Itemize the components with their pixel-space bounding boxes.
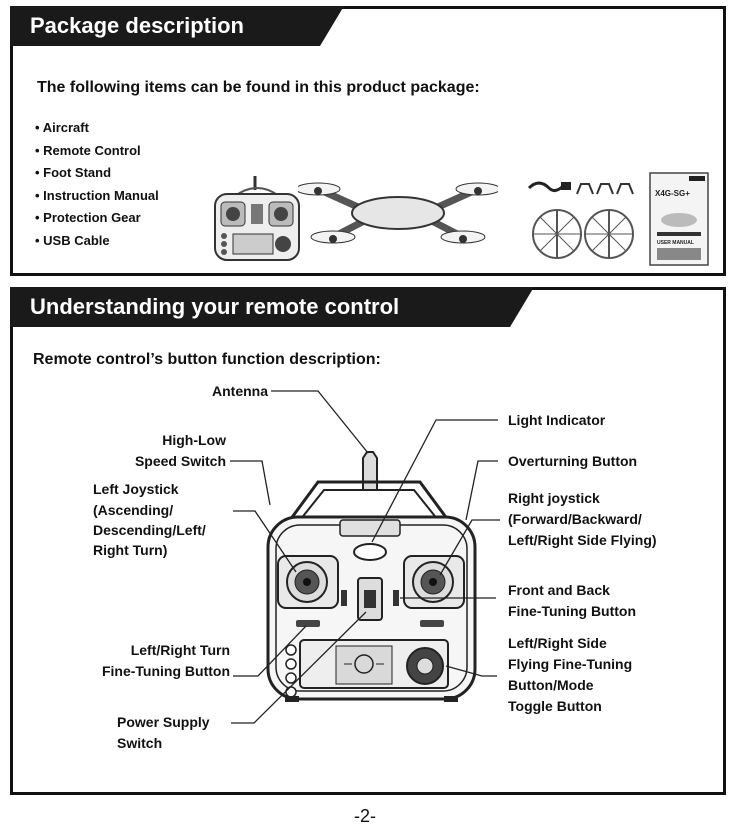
label-lr-turn-line1: Left/Right Turn xyxy=(130,642,230,658)
label-light-indicator: Light Indicator xyxy=(508,412,606,428)
label-antenna: Antenna xyxy=(212,383,268,399)
label-front-back-line2: Fine-Tuning Button xyxy=(508,603,637,619)
list-item: Remote Control xyxy=(35,140,159,163)
label-lr-side-line2: Flying Fine-Tuning xyxy=(508,656,633,672)
label-lr-side-line3: Button/Mode xyxy=(508,677,594,693)
accessories-image xyxy=(527,181,634,259)
package-description-title: Package description xyxy=(10,6,344,46)
label-overturning-button: Overturning Button xyxy=(508,453,638,469)
list-item: USB Cable xyxy=(35,230,159,253)
label-left-joystick-line1: Left Joystick xyxy=(93,481,179,497)
label-power-supply-line2: Switch xyxy=(117,735,163,751)
manual-brand: X4G-SG+ xyxy=(655,189,690,198)
list-item: Instruction Manual xyxy=(35,185,159,208)
label-power-supply-line1: Power Supply xyxy=(117,714,210,730)
list-item: Aircraft xyxy=(35,117,159,140)
label-front-back-line1: Front and Back xyxy=(508,582,610,598)
label-left-joystick-line2: (Ascending/ xyxy=(93,502,174,518)
label-right-joystick-line1: Right joystick xyxy=(508,490,600,506)
label-lr-side-line1: Left/Right Side xyxy=(508,635,607,651)
label-left-joystick-line3: Descending/Left/ xyxy=(93,522,206,538)
label-left-joystick-line4: Right Turn) xyxy=(93,542,168,558)
package-intro-text: The following items can be found in this… xyxy=(37,79,480,96)
remote-control-title: Understanding your remote control xyxy=(10,287,534,327)
remote-control-image xyxy=(214,176,300,261)
page-number: -2- xyxy=(354,806,376,826)
label-right-joystick-line3: Left/Right Side Flying) xyxy=(508,532,657,548)
package-items-list: Aircraft Remote Control Foot Stand Instr… xyxy=(35,117,159,252)
remote-control-subtitle: Remote control’s button function descrip… xyxy=(33,351,381,368)
label-lr-turn-line2: Fine-Tuning Button xyxy=(101,663,230,679)
manual-title: USER MANUAL xyxy=(657,240,694,246)
label-high-low-line2: Speed Switch xyxy=(134,453,226,469)
list-item: Protection Gear xyxy=(35,207,159,230)
label-right-joystick-line2: (Forward/Backward/ xyxy=(508,511,642,527)
package-description-section: Package description The following items … xyxy=(10,6,726,276)
label-lr-side-line4: Toggle Button xyxy=(508,698,602,714)
list-item: Foot Stand xyxy=(35,162,159,185)
label-high-low-line1: High-Low xyxy=(162,432,226,448)
instruction-manual-image: X4G-SG+ USER MANUAL xyxy=(649,172,709,266)
aircraft-image xyxy=(298,182,498,244)
